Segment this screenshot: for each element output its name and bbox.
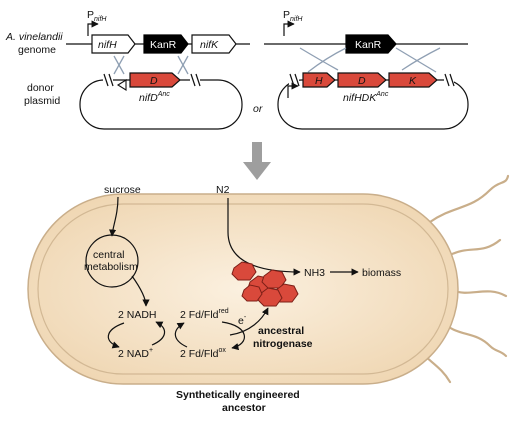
nad-reduction-arrow xyxy=(151,321,166,346)
sucrose-uptake-arrow xyxy=(109,196,119,237)
sucrose-label: sucrose xyxy=(104,184,141,196)
nad-label: 2 NAD+ xyxy=(118,347,153,360)
gene-letter-H: H xyxy=(315,75,323,87)
metabolism-to-nadh-arrow xyxy=(131,275,150,307)
n2-reduction-arrow xyxy=(227,198,301,276)
nifK-gene-box xyxy=(191,34,237,54)
ancestral-nitrogenase-protein xyxy=(231,261,299,307)
cell-outer-membrane xyxy=(27,193,459,385)
nifK-ancestral-gene xyxy=(388,72,438,88)
plasmid-label: plasmid xyxy=(24,95,60,107)
nifK-gene-label: nifK xyxy=(200,39,219,51)
fd-oxidation-arrow xyxy=(221,321,246,351)
fd-ox-label: 2 Fd/Fldox xyxy=(180,347,226,360)
flagella xyxy=(413,174,510,384)
central-metabolism-cycle xyxy=(85,234,139,288)
promoter-arrow-plasmid-right xyxy=(287,82,299,98)
n2-label: N2 xyxy=(216,184,230,196)
organism-label: A. vinelandii xyxy=(5,31,63,43)
promoter-label-right: PnifH xyxy=(283,9,303,23)
kanr-gene-box-left xyxy=(143,34,189,54)
transformation-arrow xyxy=(243,142,271,180)
biomass-label: biomass xyxy=(362,267,401,279)
kanr-gene-label-left: KanR xyxy=(150,39,177,51)
gene-letter-K: K xyxy=(409,75,417,87)
promoter-triangle-left xyxy=(116,79,127,91)
donor-plasmid-left: donor plasmid D nifDAnc xyxy=(24,72,243,130)
gene-letter-D: D xyxy=(358,75,366,87)
nifH-gene-box xyxy=(91,34,136,54)
caption-line1: Synthetically engineered xyxy=(176,389,300,401)
kanr-gene-label-right: KanR xyxy=(355,39,382,51)
donor-plasmid-right: H D K nifHDKAnc xyxy=(277,72,469,130)
nifH-gene-label: nifH xyxy=(98,39,117,51)
nifD-ancestral-gene xyxy=(129,72,181,88)
crossover-lines-right xyxy=(299,47,441,73)
ancestral-label: ancestral xyxy=(258,325,304,337)
nifH-ancestral-gene xyxy=(302,72,336,88)
nadh-oxidation-arrow xyxy=(107,322,125,349)
right-genome-construct: PnifH KanR xyxy=(264,9,468,54)
caption-line2: ancestor xyxy=(222,402,266,414)
or-label: or xyxy=(253,103,263,115)
nh3-label: NH3 xyxy=(304,267,325,279)
nifHDK-anc-label: nifHDKAnc xyxy=(343,91,389,104)
nifD-anc-label: nifDAnc xyxy=(139,91,170,104)
promoter-arrow-right xyxy=(283,20,295,36)
fd-reduction-arrow xyxy=(174,322,188,348)
central-label: central xyxy=(93,249,125,261)
promoter-label-left: PnifH xyxy=(87,9,107,23)
fd-red-label: 2 Fd/Fldred xyxy=(180,308,229,321)
left-genome-construct: A. vinelandii genome PnifH nifH KanR nif… xyxy=(5,9,250,56)
kanr-gene-box-right xyxy=(345,34,397,54)
electron-label: e- xyxy=(238,314,247,327)
electron-transfer-arrow xyxy=(229,307,269,336)
nifD-gene-letter: D xyxy=(150,75,158,87)
crossover-marks-left xyxy=(113,55,189,75)
donor-label: donor xyxy=(27,82,54,94)
metabolism-label: metabolism xyxy=(84,261,138,273)
genome-label: genome xyxy=(18,44,56,56)
nifD-ancestral-gene-right xyxy=(337,72,387,88)
promoter-arrow-left xyxy=(87,20,99,36)
nitrogenase-label: nitrogenase xyxy=(253,338,313,350)
cell-inner-membrane xyxy=(37,203,449,375)
nadh-label: 2 NADH xyxy=(118,309,157,321)
